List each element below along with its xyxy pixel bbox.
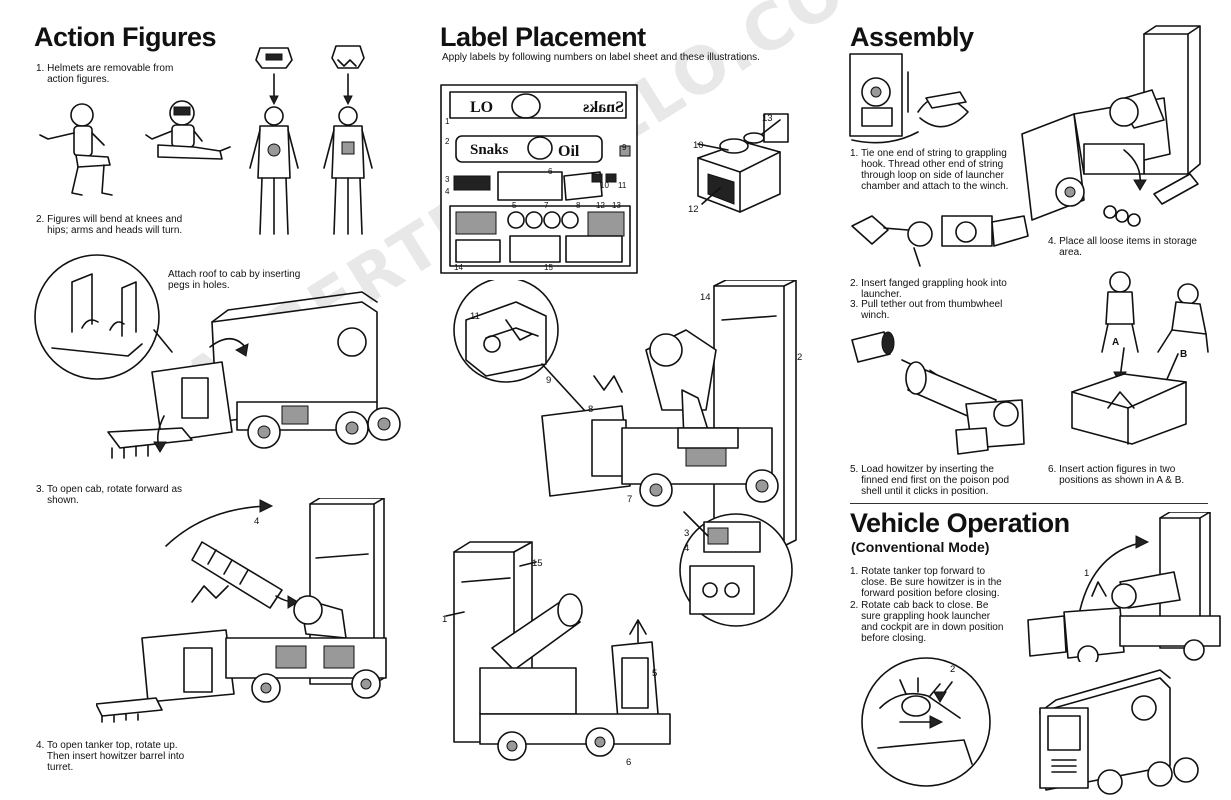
cab-opening-illustration [34,254,401,459]
close-tanker-illustration [1027,512,1221,662]
pod-num-13: 13 [762,113,773,124]
vo-callout-1: 1 [1084,568,1090,579]
svg-text:LO: LO [470,99,493,116]
af-step-2: 2. Figures will bend at knees and hips; … [36,214,183,236]
svg-text:14: 14 [454,263,463,272]
rear-num-6: 6 [626,757,632,768]
assembly-step-5: 5. Load howitzer by inserting the finned… [850,464,1009,497]
standing-figures-illustration [249,45,373,235]
label-sheet-illustration: LO Snaks Snaks Oil 1 2 3 4 5 6 7 8 9 10 … [440,84,638,274]
rear-num-1: 1 [442,614,448,625]
trailer-num-7: 7 [627,494,633,505]
label-b: B [1180,349,1188,360]
grappling-hook-illustration [851,215,1029,267]
vo-step-2: 2. Rotate cab back to close. Be sure gra… [850,600,1004,644]
assembly-step-4: 4. Place all loose items in storage area… [1048,236,1197,258]
svg-text:8: 8 [576,201,581,210]
seated-figures-illustration [39,100,231,196]
vo-step-1: 1. Rotate tanker top forward to close. B… [850,566,1002,599]
close-cab-illustration [861,657,1199,795]
rear-num-5: 5 [652,668,658,679]
svg-text:7: 7 [544,201,549,210]
trailer-num-11: 11 [470,311,480,322]
vehicle-operation-subtitle: (Conventional Mode) [851,539,990,555]
svg-text:9: 9 [622,143,627,152]
action-figures-title: Action Figures [34,22,217,52]
pod-num-12: 12 [688,204,699,215]
af-step-1: 1. Helmets are removable from action fig… [36,63,174,85]
af-step-3: 3. To open cab, rotate forward as shown. [36,484,183,506]
assembly-title: Assembly [850,22,974,52]
section-divider [850,503,1208,504]
sheet-logo-1: Snaks [583,99,624,116]
svg-text:11: 11 [618,181,627,190]
roof-note: Attach roof to cab by inserting pegs in … [168,269,301,291]
assembly-step-1: 1. Tie one end of string to grappling ho… [850,148,1009,192]
vehicle-operation-title: Vehicle Operation [850,508,1070,538]
svg-text:5: 5 [512,201,517,210]
howitzer-load-illustration [851,331,1025,455]
assembly-step-6: 6. Insert action figures in two position… [1048,464,1185,486]
pod-num-10: 10 [693,140,704,151]
rear-num-15: 15 [532,558,543,569]
trailer-num-4: 4 [684,543,690,554]
svg-text:15: 15 [544,263,553,272]
svg-text:4: 4 [445,187,450,196]
svg-text:12: 12 [596,201,605,210]
svg-text:Oil: Oil [558,143,580,160]
vo-callout-2: 2 [950,664,956,675]
svg-text:1: 1 [445,117,450,126]
svg-text:10: 10 [600,181,609,190]
assembly-step-2: 2. Insert fanged grappling hook into lau… [850,278,1007,300]
label-trailer-illustration [453,280,797,627]
trailer-num-3: 3 [684,528,690,539]
rear-view-illustration [445,541,671,761]
assembly-step-3: 3. Pull tether out from thumbwheel winch… [850,299,1003,321]
trailer-num-2: 2 [797,352,803,363]
svg-text:6: 6 [548,167,553,176]
svg-text:2: 2 [445,137,450,146]
label-a: A [1112,337,1120,348]
trailer-num-8: 8 [588,404,594,415]
figures-insert-illustration [1071,271,1209,445]
svg-text:13: 13 [612,201,621,210]
label-placement-title: Label Placement [440,22,646,52]
af-step-4: 4. To open tanker top, rotate up. Then i… [36,740,185,773]
label-placement-subtitle: Apply labels by following numbers on lab… [442,52,760,63]
trailer-num-9: 9 [546,375,552,386]
trailer-num-14: 14 [700,292,711,303]
sheet-logo-2: Snaks [470,142,509,158]
svg-text:3: 3 [445,175,450,184]
tanker-open-illustration [96,498,387,723]
callout-4: 4 [254,516,260,527]
string-tie-illustration [849,53,969,144]
pod-illustration [697,113,789,213]
storage-illustration [1021,25,1201,227]
